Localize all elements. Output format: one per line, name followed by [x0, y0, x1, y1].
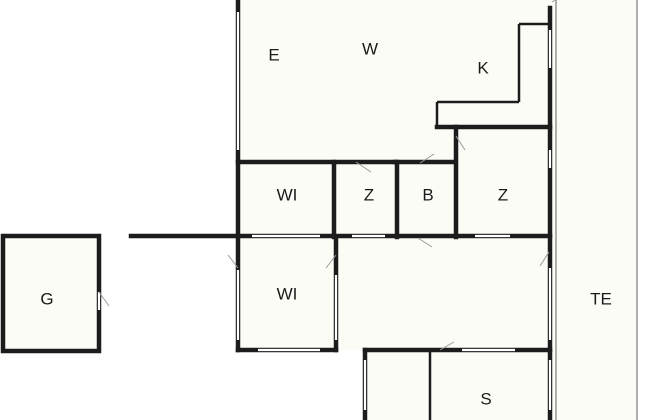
- windows: [97, 12, 552, 410]
- room-label-living: E: [268, 45, 279, 64]
- room-label-storage-1: Z: [364, 185, 374, 204]
- room-label-shower: S: [480, 389, 491, 408]
- room-labels: E W K WI Z B Z WI G TE S: [40, 39, 611, 408]
- room-label-kitchen: K: [477, 58, 489, 77]
- room-label-bedroom-top: WI: [277, 185, 298, 204]
- room-label-bedroom-bottom: WI: [277, 284, 298, 303]
- doors: [98, 0, 557, 351]
- terrace-outline: [555, 0, 638, 420]
- room-label-terrace: TE: [590, 289, 612, 308]
- room-fills: [4, 0, 637, 420]
- room-label-storage-2: Z: [498, 185, 508, 204]
- room-label-garage: G: [40, 289, 53, 308]
- room-label-bathroom: B: [422, 185, 433, 204]
- room-label-dining: W: [362, 39, 378, 58]
